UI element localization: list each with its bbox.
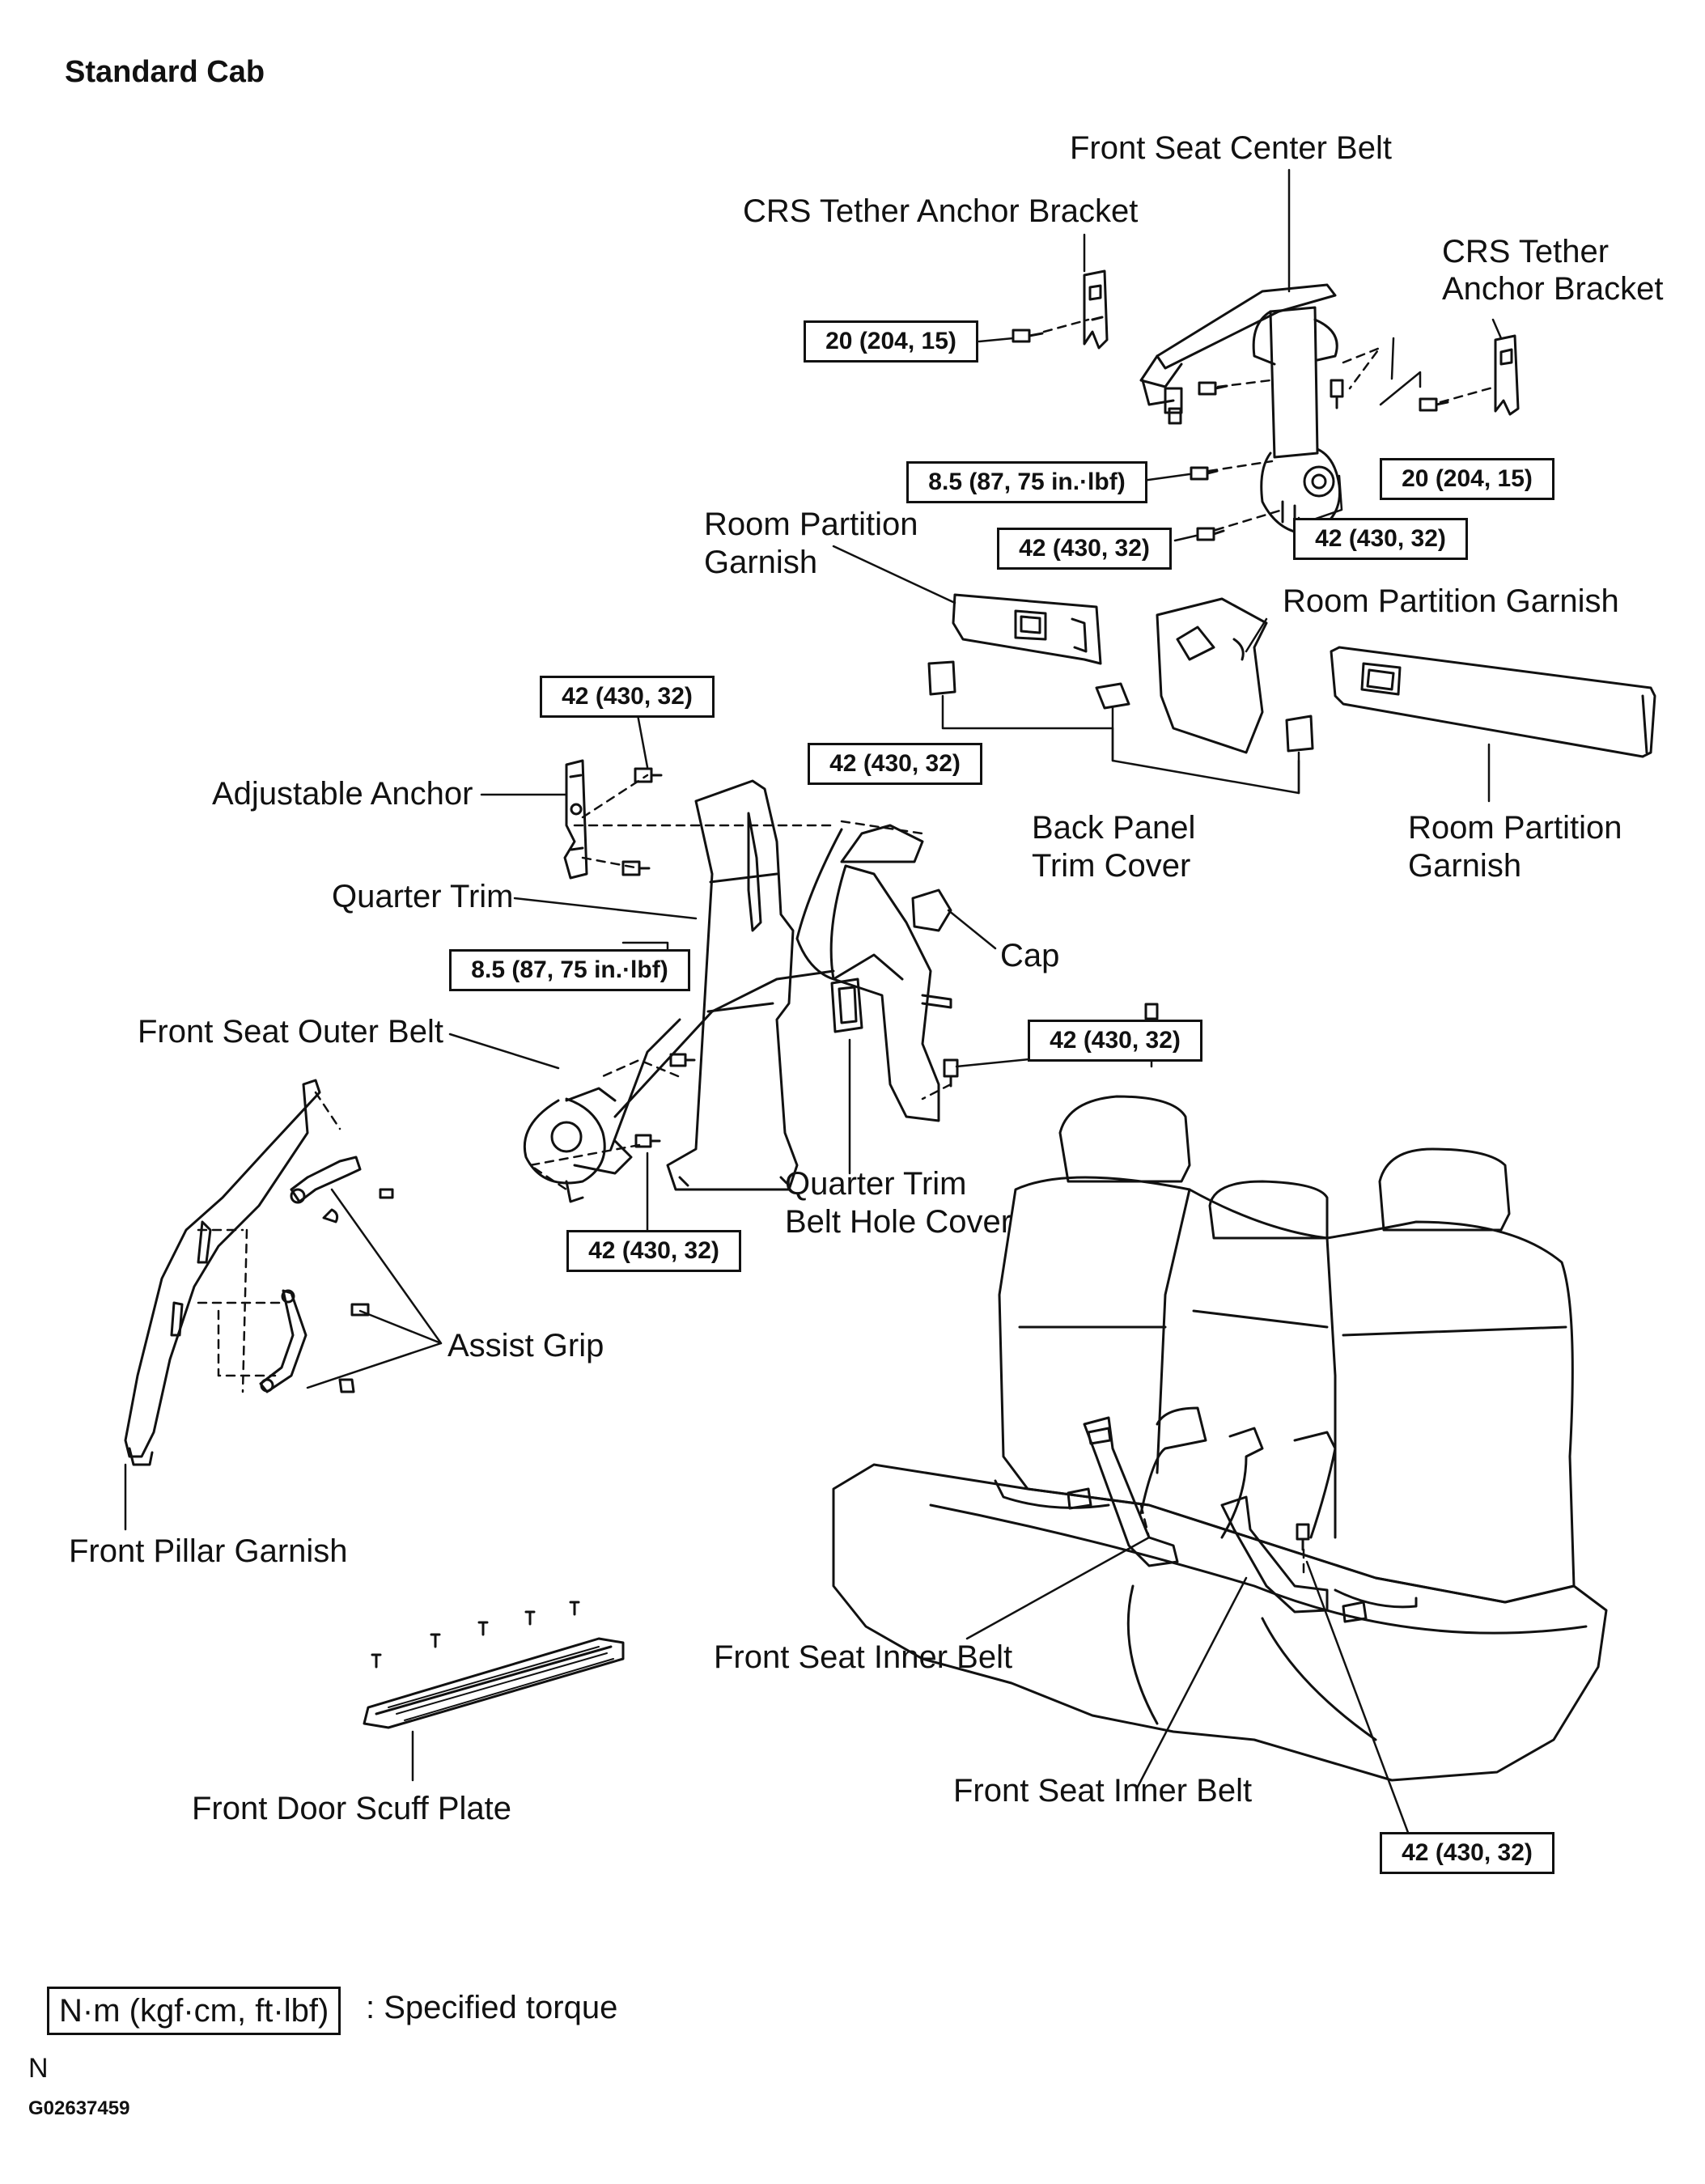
label-front-door-scuff-plate: Front Door Scuff Plate: [192, 1791, 511, 1826]
label-front-seat-inner-belt-2: Front Seat Inner Belt: [953, 1773, 1253, 1809]
legend-unit-box: N·m (kgf·cm, ft·lbf): [47, 1987, 341, 2035]
room-partition-garnish-right-part: [1330, 646, 1656, 758]
label-room-partition-garnish-center: Room Partition Garnish: [1283, 583, 1619, 619]
front-seat-outer-belt-part: [523, 824, 952, 1203]
label-back-panel-trim-cover-1: Back Panel: [1032, 810, 1196, 846]
torque-center-belt-8-5: 8.5 (87, 75 in.·lbf): [906, 461, 1147, 503]
label-room-partition-garnish-right-2: Garnish: [1408, 848, 1522, 884]
room-partition-garnish-left-part: [952, 593, 1102, 665]
crs-tether-anchor-bracket-left-part: [1083, 269, 1109, 350]
label-cap: Cap: [1000, 938, 1060, 973]
torque-center-belt-42-right: 42 (430, 32): [1293, 518, 1468, 560]
cap-part: [911, 888, 952, 932]
seat-assembly-part: [832, 1095, 1608, 1782]
room-partition-garnish-center-part: [1156, 597, 1268, 754]
scuff-plate-screws: [371, 1601, 580, 1669]
torque-adjustable-anchor: 42 (430, 32): [540, 676, 715, 718]
front-pillar-garnish-part: [124, 1079, 321, 1466]
label-crs-tether-anchor-bracket-right-2: Anchor Bracket: [1442, 271, 1664, 307]
footer-code: G02637459: [28, 2097, 130, 2119]
page-title: Standard Cab: [65, 55, 265, 89]
assist-grip-part: [259, 1156, 394, 1393]
label-front-seat-center-belt: Front Seat Center Belt: [1070, 130, 1392, 166]
label-assist-grip: Assist Grip: [447, 1328, 604, 1363]
label-quarter-trim-belt-hole-cover-2: Belt Hole Cover: [785, 1204, 1012, 1240]
label-room-partition-garnish-left-1: Room Partition: [704, 507, 918, 542]
back-panel-trim-covers: [927, 660, 1314, 753]
torque-quarter-top: 42 (430, 32): [808, 743, 982, 785]
label-room-partition-garnish-right-1: Room Partition: [1408, 810, 1622, 846]
leader-lines: [124, 168, 1503, 1845]
torque-shoulder-anchor: 42 (430, 32): [1028, 1020, 1202, 1062]
torque-center-belt-42-left: 42 (430, 32): [997, 528, 1172, 570]
label-quarter-trim-belt-hole-cover-1: Quarter Trim: [785, 1166, 967, 1202]
torque-outer-belt-8-5: 8.5 (87, 75 in.·lbf): [449, 949, 690, 991]
quarter-trim-part: [666, 779, 799, 1191]
label-crs-tether-anchor-bracket-left: CRS Tether Anchor Bracket: [743, 193, 1139, 229]
label-back-panel-trim-cover-2: Trim Cover: [1032, 848, 1191, 884]
quarter-trim-belt-hole-cover-part: [830, 977, 863, 1033]
label-front-seat-inner-belt-1: Front Seat Inner Belt: [714, 1639, 1013, 1675]
label-crs-tether-anchor-bracket-right-1: CRS Tether: [1442, 234, 1610, 269]
label-room-partition-garnish-left-2: Garnish: [704, 545, 818, 580]
torque-outer-belt-bottom: 42 (430, 32): [566, 1230, 741, 1272]
footer-letter: N: [28, 2053, 49, 2084]
label-front-pillar-garnish: Front Pillar Garnish: [69, 1533, 348, 1569]
label-front-seat-outer-belt: Front Seat Outer Belt: [138, 1014, 443, 1050]
crs-tether-anchor-bracket-right-part: [1494, 334, 1520, 416]
front-seat-center-belt-part: [1139, 283, 1342, 536]
label-quarter-trim: Quarter Trim: [332, 879, 514, 914]
label-adjustable-anchor: Adjustable Anchor: [212, 776, 473, 812]
adjustable-anchor-part: [563, 759, 588, 880]
torque-inner-belt: 42 (430, 32): [1380, 1832, 1554, 1874]
torque-crs-right: 20 (204, 15): [1380, 458, 1554, 500]
torque-crs-left: 20 (204, 15): [804, 320, 978, 363]
legend-text: : Specified torque: [366, 1990, 618, 2025]
front-door-scuff-plate-part: [363, 1601, 625, 1729]
